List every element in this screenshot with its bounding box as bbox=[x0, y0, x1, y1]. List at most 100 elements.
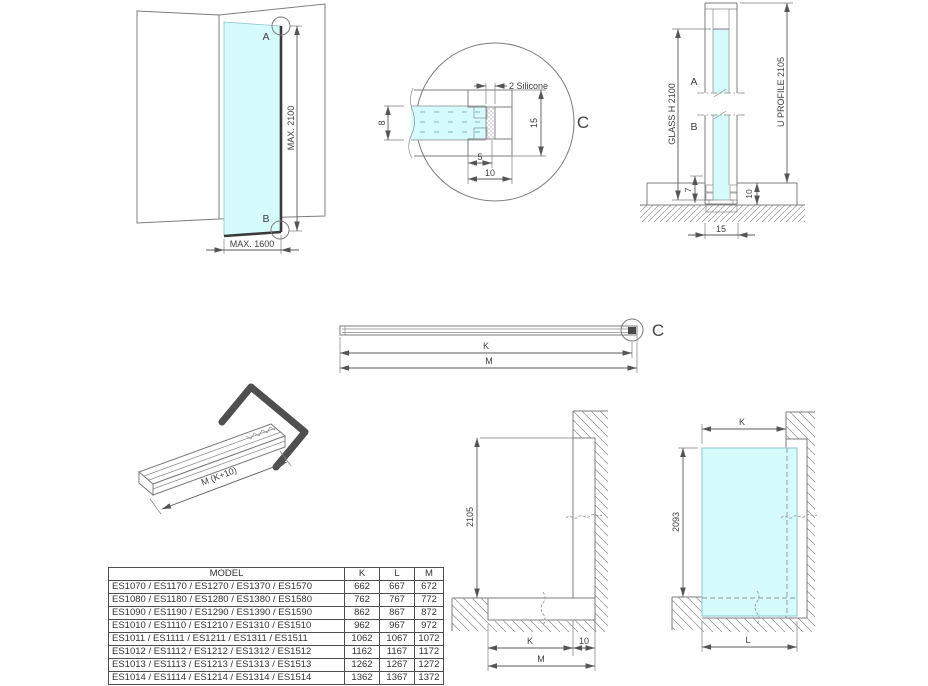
dim-label-10: 10 bbox=[579, 636, 589, 646]
cell-model: ES1010 / ES1110 / ES1210 / ES1310 / ES15… bbox=[108, 619, 345, 633]
silicone-strip bbox=[485, 106, 496, 140]
label-b: B bbox=[262, 213, 269, 225]
cell-m: 672 bbox=[414, 580, 444, 594]
front-view: K 2093 L bbox=[671, 411, 818, 652]
glass-panel bbox=[223, 21, 282, 237]
floor-hatch-left bbox=[452, 598, 488, 631]
glass-upper bbox=[713, 29, 729, 93]
setting-block bbox=[708, 199, 734, 205]
cell-l: 1267 bbox=[379, 658, 415, 672]
cell-l: 1167 bbox=[379, 645, 415, 659]
detail-b-circle bbox=[270, 220, 290, 240]
end-cap-3d bbox=[218, 383, 309, 471]
table-row: ES1010 / ES1110 / ES1210 / ES1310 / ES15… bbox=[108, 619, 444, 633]
dim-glass-height: GLASS H 2100 bbox=[667, 28, 711, 201]
dim-l: L bbox=[701, 621, 798, 652]
table-row: ES1090 / ES1190 / ES1290 / ES1390 / ES15… bbox=[108, 606, 444, 620]
break-wall bbox=[780, 514, 818, 519]
table-row: ES1013 / ES1113 / ES1213 / ES1313 / ES15… bbox=[108, 658, 444, 672]
detail-letter-c: C bbox=[577, 113, 589, 132]
glass-panel bbox=[701, 447, 798, 617]
u-profile-3d-view: M (K+10) bbox=[138, 383, 309, 515]
dim-glass-8: 8 bbox=[377, 105, 404, 141]
break-floor-profile bbox=[540, 591, 546, 626]
cell-l: 967 bbox=[379, 619, 415, 633]
dim-label-u-profile: U PROFILE 2105 bbox=[776, 57, 786, 127]
floor-hatch bbox=[640, 205, 805, 222]
break-line bbox=[408, 87, 415, 159]
floor-profile bbox=[487, 597, 596, 621]
profile-plan-view: C K M bbox=[339, 318, 664, 373]
dim-label-m: M bbox=[485, 356, 493, 366]
cell-m: 972 bbox=[414, 619, 444, 633]
dim-label-k: K bbox=[483, 341, 489, 351]
dim-label-m: M bbox=[537, 654, 545, 664]
serration bbox=[245, 426, 276, 440]
cell-model: ES1013 / ES1113 / ES1213 / ES1313 / ES15… bbox=[108, 658, 345, 672]
glass-lower bbox=[713, 115, 729, 200]
label-b: B bbox=[690, 121, 697, 133]
dim-10: 10 bbox=[744, 183, 760, 205]
dim-m: M bbox=[488, 654, 595, 669]
gasket-top bbox=[473, 106, 488, 119]
profile-end-face bbox=[138, 470, 154, 497]
dim-label-5: 5 bbox=[477, 152, 482, 162]
table-row: ES1011 / ES1111 / ES1211 / ES1311 / ES15… bbox=[108, 632, 444, 646]
cell-m: 1172 bbox=[414, 645, 444, 659]
end-cap bbox=[628, 327, 636, 334]
dim-7: 7 bbox=[683, 175, 703, 203]
dim-label-10: 10 bbox=[744, 189, 754, 199]
cell-model: ES1011 / ES1111 / ES1211 / ES1311 / ES15… bbox=[108, 632, 345, 646]
cell-m: 872 bbox=[414, 606, 444, 620]
dim-label-15: 15 bbox=[716, 224, 726, 234]
cell-model: ES1070 / ES1170 / ES1270 / ES1370 / ES15… bbox=[108, 580, 345, 594]
cell-model: ES1012 / ES1112 / ES1212 / ES1312 / ES15… bbox=[108, 645, 345, 659]
cell-l: 1067 bbox=[379, 632, 415, 646]
side-section-view: 2105 K 10 M bbox=[451, 410, 608, 671]
cell-k: 1162 bbox=[344, 645, 380, 659]
dim-profile-15: 15 bbox=[512, 89, 546, 157]
header-k: K bbox=[344, 567, 380, 581]
dim-m: M bbox=[340, 336, 638, 373]
dim-label-max-2100: MAX. 2100 bbox=[286, 106, 296, 151]
cell-m: 1372 bbox=[414, 671, 444, 685]
dim-2105: 2105 bbox=[465, 438, 480, 598]
cell-k: 662 bbox=[344, 580, 380, 594]
dim-label-8: 8 bbox=[377, 120, 387, 125]
label-a: A bbox=[690, 76, 697, 88]
model-table: MODEL K L M ES1070 / ES1170 / ES1270 / E… bbox=[108, 567, 444, 685]
cell-k: 962 bbox=[344, 619, 380, 633]
cell-model: ES1090 / ES1190 / ES1290 / ES1390 / ES15… bbox=[108, 606, 345, 620]
cell-m: 1072 bbox=[414, 632, 444, 646]
floor-hatch-left bbox=[672, 597, 702, 630]
label-a: A bbox=[262, 31, 269, 43]
header-m: M bbox=[414, 567, 444, 581]
table-header-row: MODEL K L M bbox=[108, 567, 444, 581]
cell-k: 1262 bbox=[344, 658, 380, 672]
profile-recess bbox=[705, 204, 738, 213]
cell-m: 772 bbox=[414, 593, 444, 607]
header-model: MODEL bbox=[108, 567, 345, 581]
break-floor bbox=[754, 590, 760, 625]
dim-label-l: L bbox=[745, 635, 750, 645]
cell-model: ES1080 / ES1180 / ES1280 / ES1380 / ES15… bbox=[108, 593, 345, 607]
vertical-section-view: A B GLASS H 2100 U PROFILE 2105 7 bbox=[640, 2, 805, 239]
gasket-bottom bbox=[473, 127, 488, 140]
dim-max-height: MAX. 2100 bbox=[286, 25, 302, 232]
dim-2093: 2093 bbox=[671, 447, 698, 597]
dim-label-2093: 2093 bbox=[671, 512, 681, 532]
glass-symbol-marks bbox=[420, 111, 480, 133]
dim-label-k: K bbox=[527, 636, 533, 646]
cell-k: 1362 bbox=[344, 671, 380, 685]
corner-installation-view: A B MAX. 2100 MAX. 1600 bbox=[136, 3, 326, 254]
dim-label-2105: 2105 bbox=[465, 507, 475, 527]
profile-bar bbox=[339, 325, 638, 336]
glass-section bbox=[411, 106, 486, 140]
table-row: ES1014 / ES1114 / ES1214 / ES1314 / ES15… bbox=[108, 671, 444, 685]
dim-max-width: MAX. 1600 bbox=[206, 235, 299, 254]
floor-hatch-under bbox=[488, 620, 595, 632]
floor-hatch-under bbox=[702, 618, 797, 632]
detail-c-view: 8 2 Silicone 15 5 10 C bbox=[377, 42, 589, 202]
